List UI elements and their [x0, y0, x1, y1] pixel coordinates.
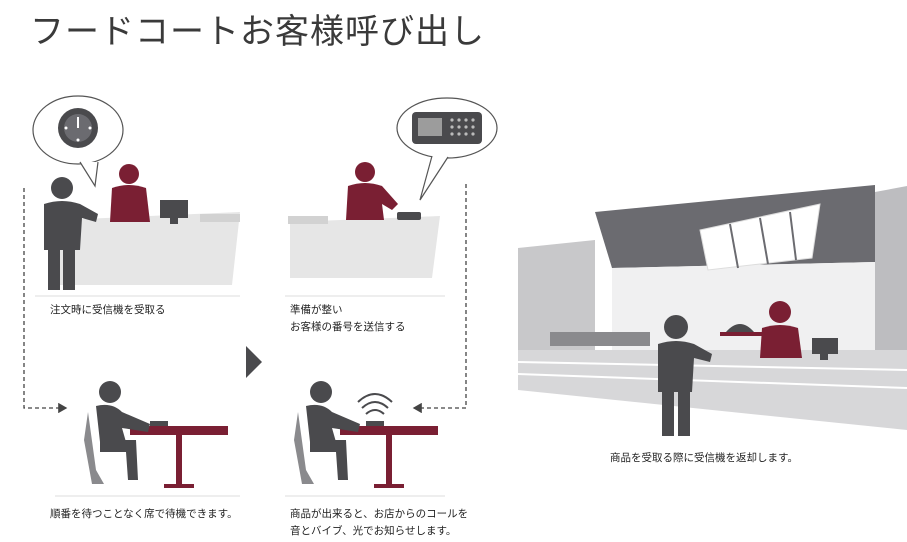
receiver-bubble: [32, 95, 124, 188]
caption-step-1: 注文時に受信機を受取る: [50, 302, 166, 319]
seated-person: [306, 381, 360, 480]
panel-wait: [55, 381, 240, 497]
page-title: フードコートお客様呼び出し: [30, 12, 485, 52]
caption-step-2: 準備が整い お客様の番号を送信する: [290, 302, 406, 336]
flow-arrow-wait: [23, 188, 68, 414]
display-case: [550, 332, 650, 346]
panel-return: [517, 185, 907, 436]
counter: [290, 216, 440, 278]
chair: [84, 412, 104, 484]
caption-line: お客様の番号を送信する: [290, 321, 406, 333]
table: [130, 421, 228, 488]
staff-person: [346, 162, 398, 220]
right-wall: [875, 186, 907, 400]
caption-line: 準備が整い: [290, 304, 343, 316]
transmitter-device: [397, 212, 421, 220]
register-icon: [812, 338, 838, 360]
caption-step-3: 順番を待つことなく席で待機できます。: [50, 506, 238, 523]
receiver-icon: [58, 108, 98, 148]
panel-order: [32, 95, 240, 297]
flow-arrow-call: [412, 184, 467, 414]
staff-person: [110, 164, 150, 222]
transmitter-icon: [412, 112, 482, 144]
panel-send: [285, 97, 498, 297]
caption-line: 音とバイブ、光でお知らせします。: [290, 525, 457, 537]
food-tray: [720, 324, 762, 336]
register-icon: [160, 200, 188, 224]
table: [340, 421, 438, 488]
customer-person: [658, 315, 712, 436]
step-arrow-icon: [246, 346, 262, 378]
menu-board: [699, 203, 821, 271]
seated-person: [96, 381, 150, 480]
caption-line: 注文時に受信機を受取る: [50, 304, 166, 316]
caption-line: 商品を受取る際に受信機を返却します。: [610, 452, 798, 464]
staff-person: [760, 301, 802, 358]
caption-line: 順番を待つことなく席で待機できます。: [50, 508, 238, 520]
caption-step-4: 商品が出来ると、お店からのコールを 音とバイブ、光でお知らせします。: [290, 506, 468, 540]
vibration-signal-icon: [357, 393, 393, 415]
panel-call: [285, 381, 445, 497]
transmitter-bubble: [396, 97, 498, 201]
counter-front: [518, 350, 907, 430]
customer-person: [44, 177, 98, 290]
chair: [294, 412, 314, 484]
counter: [60, 212, 240, 285]
caption-line: 商品が出来ると、お店からのコールを: [290, 508, 469, 520]
caption-step-5: 商品を受取る際に受信機を返却します。: [610, 450, 798, 467]
